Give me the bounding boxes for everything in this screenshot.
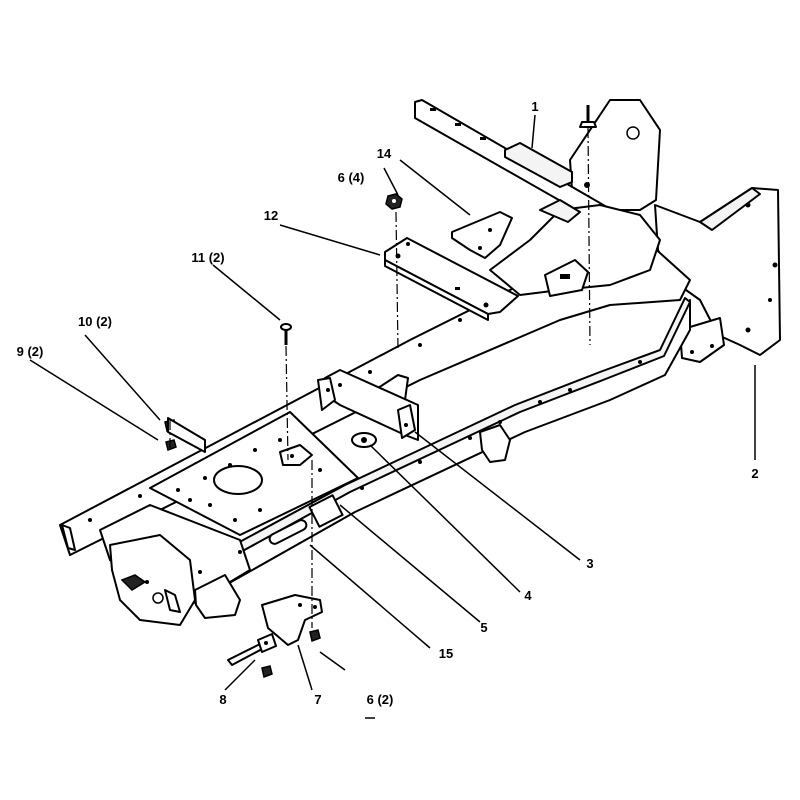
top-bolt xyxy=(579,105,597,128)
callout-12: 12 xyxy=(264,208,278,223)
callout-8: 8 xyxy=(219,692,226,707)
callout-15: 15 xyxy=(439,646,453,661)
callout-3: 3 xyxy=(586,556,593,571)
lower-shield-7 xyxy=(261,594,323,646)
callout-labels: 1 2 3 4 5 6 (4) 6 (2) 7 8 9 (2) 10 (2) 1… xyxy=(17,99,759,707)
rear-frame-hump xyxy=(489,199,661,297)
lower-bolts xyxy=(164,417,321,679)
callout-14: 14 xyxy=(377,146,392,161)
bracket-14 xyxy=(451,211,513,259)
callout-9: 9 (2) xyxy=(17,344,44,359)
callout-6-4: 6 (4) xyxy=(338,170,365,185)
callout-2: 2 xyxy=(751,466,758,481)
mounting-plate-12 xyxy=(384,237,519,321)
assembly-center-lines xyxy=(169,127,591,628)
carriage-bolt-11 xyxy=(280,323,292,345)
callout-6-2: 6 (2) xyxy=(367,692,394,707)
main-frame xyxy=(59,234,691,626)
hex-bolt-top xyxy=(385,193,403,210)
pivot-bracket xyxy=(279,369,419,466)
floor-plate xyxy=(149,411,359,536)
callout-10: 10 (2) xyxy=(78,314,112,329)
rear-fender-support xyxy=(654,187,781,363)
callout-5: 5 xyxy=(480,620,487,635)
clevis-pin-8 xyxy=(227,633,277,666)
callout-11: 11 (2) xyxy=(191,250,224,265)
callout-7: 7 xyxy=(314,692,321,707)
callout-1: 1 xyxy=(531,99,538,114)
callout-4: 4 xyxy=(524,588,532,603)
leader-lines xyxy=(29,114,756,719)
